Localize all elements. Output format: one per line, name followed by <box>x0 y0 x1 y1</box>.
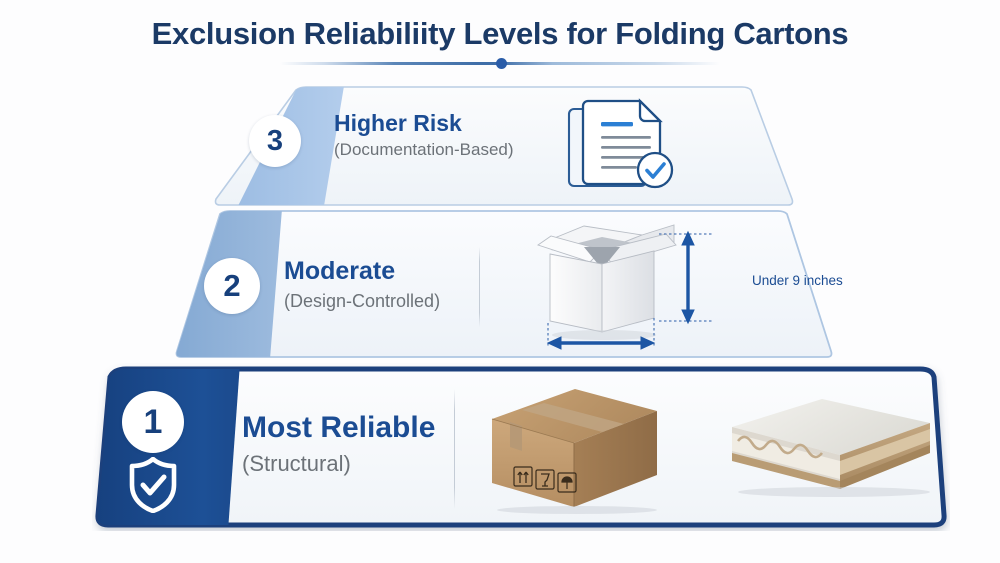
tier-2-title: Moderate <box>284 257 396 285</box>
tier-1-number-badge: 1 <box>122 391 184 453</box>
tier-2-subtitle: (Design-Controlled) <box>284 291 441 311</box>
tier-1-divider <box>454 389 455 509</box>
tier-1-most-reliable[interactable]: 1 Most Reliable (Structural) <box>92 363 950 531</box>
tier-3-title: Higher Risk <box>334 110 462 136</box>
shield-check-icon <box>129 457 177 513</box>
tier-3-subtitle: (Documentation-Based) <box>334 140 514 159</box>
tier-2-moderate[interactable]: 2 Moderate (Design-Controlled) <box>174 209 843 359</box>
title-divider-dot <box>496 58 507 69</box>
page-title: Exclusion Reliabiliity Levels for Foldin… <box>151 16 849 51</box>
kraft-shipping-box-photo <box>491 389 657 514</box>
tier-2-divider <box>479 247 480 327</box>
tier-2-number-badge: 2 <box>204 258 260 314</box>
document-check-icon <box>567 98 674 189</box>
box-handling-symbols <box>513 466 577 493</box>
width-dimension-arrow <box>546 336 656 350</box>
tier-2-measurement-label: Under 9 inches <box>752 273 843 288</box>
tier-1-subtitle: (Structural) <box>242 451 351 476</box>
title-block: Exclusion Reliabiliity Levels for Foldin… <box>0 14 1000 54</box>
tier-1-title: Most Reliable <box>242 411 436 444</box>
tier-3-higher-risk[interactable]: 3 Higher Risk (Documentation-Based) <box>214 86 794 206</box>
corrugated-board-sample-photo <box>732 399 930 497</box>
open-carton-illustration <box>536 224 714 350</box>
tier-3-number-badge: 3 <box>249 115 301 167</box>
height-dimension-arrow <box>681 230 695 325</box>
